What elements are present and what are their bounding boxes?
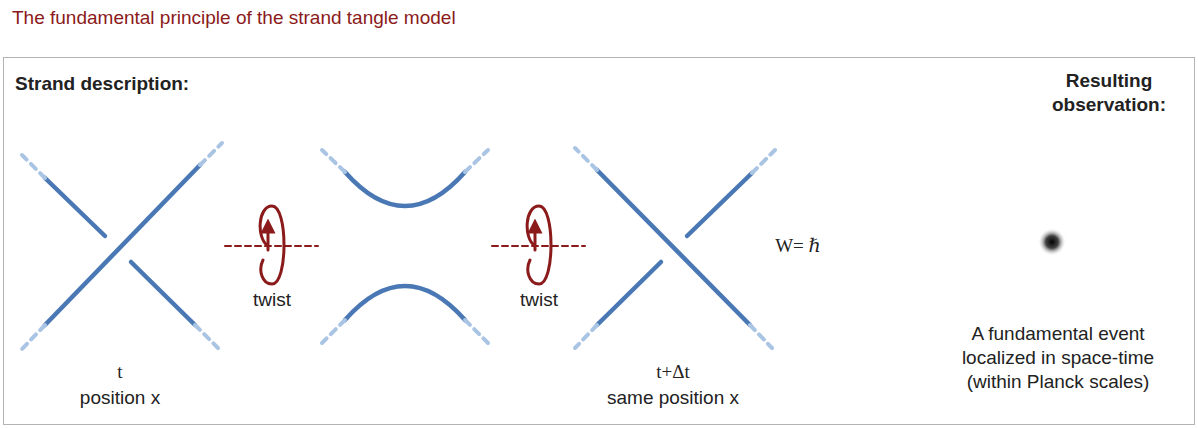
frame-panel: Strand description: Resulting observation… xyxy=(3,57,1195,425)
twist-symbol xyxy=(225,206,318,284)
action-label: W= ℏ xyxy=(753,234,843,258)
strands-apart xyxy=(322,150,488,343)
event-dot xyxy=(1038,228,1066,256)
crossing-start xyxy=(22,143,222,349)
crossing-end xyxy=(575,148,775,348)
twist-label: twist xyxy=(499,288,579,312)
section-heading: Strand description: xyxy=(15,72,315,96)
time-label: t+Δt xyxy=(613,360,733,384)
twist-symbol xyxy=(492,206,585,284)
twist-label: twist xyxy=(232,288,312,312)
time-label: t xyxy=(80,360,160,384)
observation-text: A fundamental event localized in space-t… xyxy=(933,322,1183,394)
section-heading: Resulting observation: xyxy=(1029,69,1189,117)
title: The fundamental principle of the strand … xyxy=(12,6,456,30)
position-label: same position x xyxy=(573,386,773,410)
position-label: position x xyxy=(40,386,200,410)
